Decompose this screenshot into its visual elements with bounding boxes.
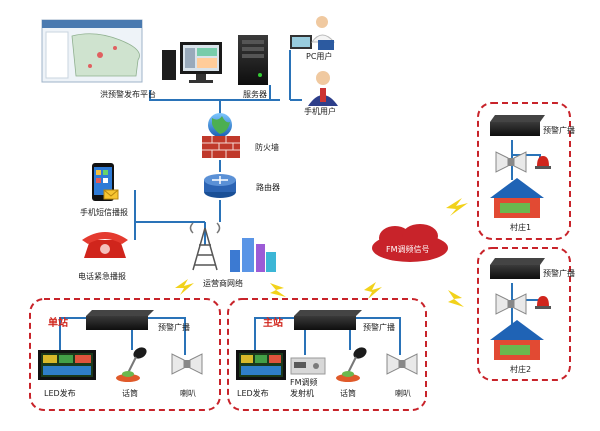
village2-box: [477, 247, 571, 381]
city-icon: [230, 238, 276, 272]
sub-station-device-icon: [86, 310, 154, 330]
firewall-label: 防火墙: [255, 142, 279, 152]
bolt-5: [448, 290, 464, 307]
bolt-3: [364, 282, 382, 299]
monitor-icon: [162, 42, 222, 83]
village2-alarm-icon: [535, 296, 551, 309]
main-led-label: LED发布: [237, 388, 269, 398]
pc-user-icon: [290, 16, 336, 50]
village1-device-icon: [490, 115, 545, 136]
tower-icon: [189, 222, 221, 271]
fm-transmitter-label-1: FM调频: [290, 377, 318, 387]
sub-led-icon: [38, 350, 96, 380]
main-speaker-icon: [386, 353, 418, 375]
mobile-user-icon: [308, 71, 338, 106]
sub-mic-label: 话筒: [122, 388, 138, 398]
village1-speaker-icon: [495, 151, 527, 173]
router-label: 路由器: [256, 182, 280, 192]
village2-device-icon: [490, 258, 545, 279]
fm-transmitter-label-2: 发射机: [290, 388, 314, 398]
fm-signal-label: FM调频信号: [386, 244, 430, 254]
sms-label: 手机短信播报: [80, 207, 128, 217]
village1-alarm-icon: [535, 156, 551, 169]
firewall-icon: [202, 136, 240, 158]
village1-house-icon: [490, 178, 544, 218]
sub-speaker-label: 喇叭: [180, 388, 196, 398]
village1-box: [477, 102, 571, 240]
main-station-title: 主站: [263, 316, 283, 329]
main-station-device-label: 预警广播: [363, 322, 395, 332]
carrier-network-label: 运营商网络: [203, 278, 243, 288]
main-station-box: [227, 298, 427, 411]
router-icon: [204, 174, 236, 198]
server-icon: [238, 35, 268, 85]
sub-mic-icon: [116, 347, 147, 382]
bolt-1: [175, 279, 194, 295]
main-station-device-icon: [294, 310, 362, 330]
pc-user-label: PC用户: [306, 51, 332, 61]
platform-screen: [41, 19, 143, 83]
village2-speaker-icon: [495, 293, 527, 315]
main-speaker-label: 喇叭: [395, 388, 411, 398]
main-led-icon: [236, 350, 286, 380]
village2-device-label: 预警广播: [543, 268, 575, 278]
main-mic-icon: [336, 347, 367, 382]
server-label: 服务器: [243, 89, 267, 99]
village1-label: 村庄1: [510, 222, 531, 232]
station-boxes: [29, 102, 571, 411]
smartphone-icon: [92, 163, 119, 201]
sub-station-device-label: 预警广播: [158, 322, 190, 332]
sub-led-label: LED发布: [44, 388, 76, 398]
village2-label: 村庄2: [510, 364, 531, 374]
mobile-user-label: 手机用户: [304, 106, 336, 116]
telephone-icon: [82, 232, 128, 258]
fm-signal-cloud: [372, 224, 448, 262]
lightning-bolts: [175, 198, 468, 307]
fm-transmitter-icon: [290, 357, 326, 375]
phone-label: 电话紧急播报: [78, 271, 126, 281]
sub-speaker-icon: [171, 353, 203, 375]
bolt-2: [270, 283, 286, 297]
village2-house-icon: [490, 320, 544, 360]
platform-label: 洪预警发布平台: [100, 89, 156, 99]
village1-device-label: 预警广播: [543, 125, 575, 135]
main-mic-label: 话筒: [340, 388, 356, 398]
bolt-4: [446, 198, 468, 216]
sub-station-box: [29, 298, 221, 411]
sub-station-title: 单站: [48, 316, 68, 329]
globe-icon: [208, 113, 232, 137]
